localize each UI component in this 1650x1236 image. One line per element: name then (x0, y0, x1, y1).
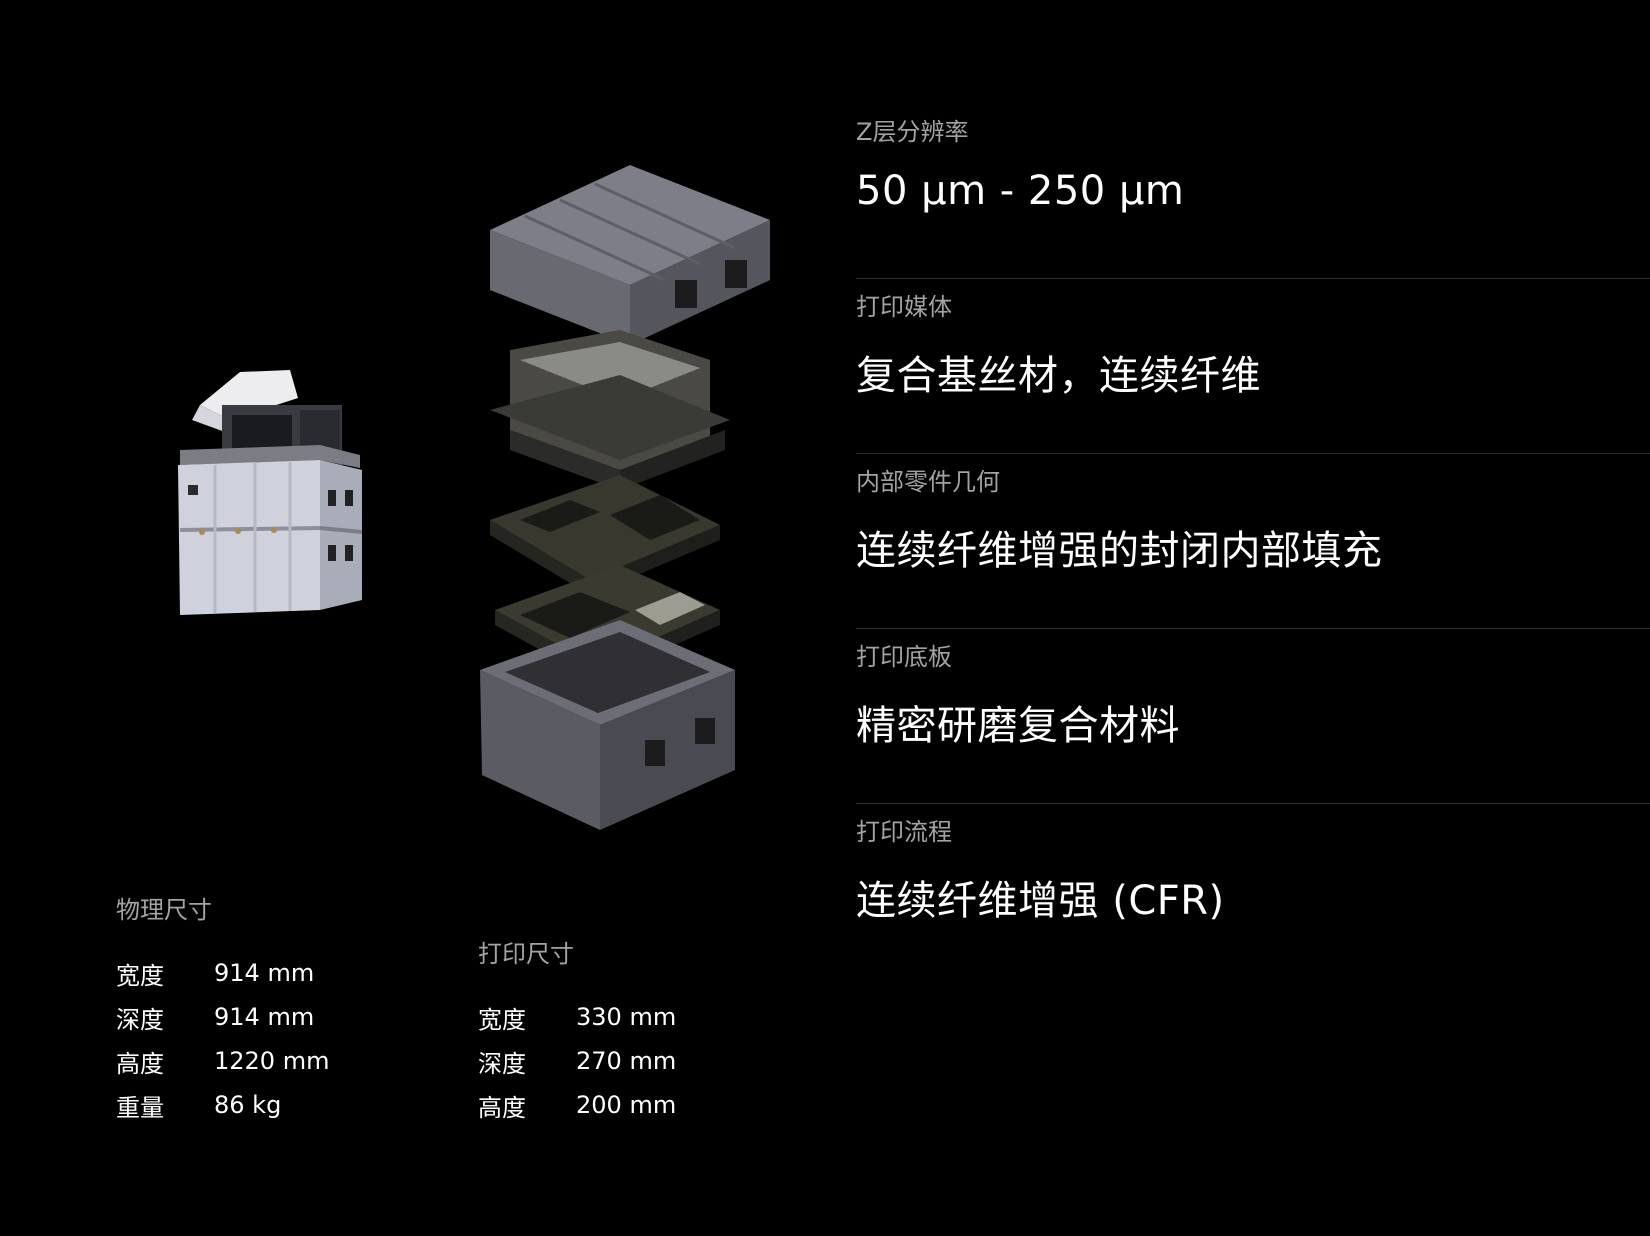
dimension-row: 高度 1220 mm (116, 1039, 446, 1083)
spec-label: 打印流程 (856, 818, 952, 846)
exploded-case-image (480, 165, 770, 830)
spec-value: 复合基丝材，连续纤维 (856, 353, 1261, 399)
spec-item-print-bed: 打印底板 精密研磨复合材料 (856, 629, 1650, 804)
dimension-row: 宽度 330 mm (478, 995, 808, 1039)
dimension-key: 宽度 (116, 961, 164, 990)
spec-label: 打印媒体 (856, 293, 952, 321)
dimension-row: 宽度 914 mm (116, 951, 446, 995)
dimension-value: 330 mm (576, 1003, 677, 1031)
dimension-key: 高度 (116, 1049, 164, 1078)
spec-label: Z层分辨率 (856, 118, 969, 146)
case-front-shape (178, 460, 320, 615)
spec-value: 连续纤维增强 (CFR) (856, 878, 1225, 924)
dimension-row: 深度 270 mm (478, 1039, 808, 1083)
spec-value: 精密研磨复合材料 (856, 703, 1180, 749)
physical-dimensions-title: 物理尺寸 (116, 896, 212, 924)
spec-list: Z层分辨率 50 µm - 250 µm 打印媒体 复合基丝材，连续纤维 内部零… (856, 104, 1650, 978)
print-dimensions-title: 打印尺寸 (478, 940, 574, 968)
dimension-value: 270 mm (576, 1047, 677, 1075)
dimension-value: 914 mm (214, 1003, 315, 1031)
dimension-row: 深度 914 mm (116, 995, 446, 1039)
dimension-value: 200 mm (576, 1091, 677, 1119)
dimension-key: 重量 (116, 1093, 164, 1122)
spec-value: 连续纤维增强的封闭内部填充 (856, 528, 1383, 574)
dimension-value: 914 mm (214, 959, 315, 987)
spec-item-internal-geometry: 内部零件几何 连续纤维增强的封闭内部填充 (856, 454, 1650, 629)
printer-in-case-image (178, 370, 363, 615)
spec-item-z-resolution: Z层分辨率 50 µm - 250 µm (856, 104, 1650, 279)
physical-dimensions: 物理尺寸 宽度 914 mm 深度 914 mm 高度 1220 mm 重量 8… (116, 890, 446, 1127)
dimension-value: 86 kg (214, 1091, 282, 1119)
printer-module-shape (490, 330, 730, 490)
spec-item-print-media: 打印媒体 复合基丝材，连续纤维 (856, 279, 1650, 454)
spec-label: 打印底板 (856, 643, 952, 671)
dimension-key: 深度 (478, 1049, 526, 1078)
dimension-key: 宽度 (478, 1005, 526, 1034)
case-base-shape (480, 620, 735, 830)
case-lid-shape (490, 165, 770, 345)
spec-label: 内部零件几何 (856, 468, 1000, 496)
spec-value: 50 µm - 250 µm (856, 168, 1185, 214)
dimension-key: 高度 (478, 1093, 526, 1122)
dimension-row: 重量 86 kg (116, 1083, 446, 1127)
dimension-key: 深度 (116, 1005, 164, 1034)
spec-item-print-process: 打印流程 连续纤维增强 (CFR) (856, 804, 1650, 978)
print-dimensions: 打印尺寸 宽度 330 mm 深度 270 mm 高度 200 mm (478, 934, 808, 1127)
dimension-value: 1220 mm (214, 1047, 330, 1075)
dimension-row: 高度 200 mm (478, 1083, 808, 1127)
